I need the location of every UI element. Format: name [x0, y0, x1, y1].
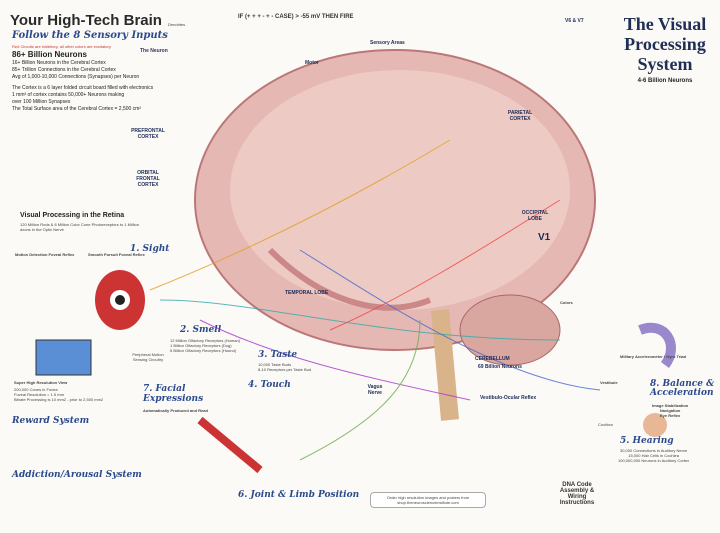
orbital-label: ORBITAL FRONTAL CORTEX	[136, 170, 160, 188]
gyro-label: Military Accelerometer / Gyro Triad	[620, 354, 687, 359]
item: Image Stabilization	[652, 403, 689, 408]
stat: 100,000,000 Neurons in Auditory Cortex	[618, 458, 690, 463]
neuron-label: The Neuron	[140, 48, 168, 54]
parietal-label: PARIETAL CORTEX	[507, 110, 533, 122]
page-subtitle: Follow the 8 Sensory Inputs	[12, 30, 168, 41]
stat: 1 Billion Olfactory Receptors (Dog)	[170, 343, 232, 348]
page-title: Your High-Tech Brain	[10, 12, 162, 29]
video-title: Super High Resolution View	[14, 380, 68, 385]
dendrites-label: Dendrites	[168, 22, 186, 27]
balance-sub: Image Stabilization Navigation Eye Refle…	[652, 403, 688, 418]
cochlea-label: Cochlea	[598, 422, 613, 427]
balance-heading: 8. Balance & Acceleration	[650, 379, 715, 398]
vestibule-label: Vestibule	[600, 380, 618, 385]
v6v7-label: V6 & V7	[565, 18, 584, 24]
ear-icon	[643, 413, 667, 437]
dna-label: DNA Code Assembly & Wiring Instructions	[559, 482, 595, 506]
cerebellum-label: CEREBELLUM	[475, 356, 510, 362]
stat: 12 Million Olfactory Receptors (Human)	[170, 338, 241, 343]
neurons-headline: 86+ Billion Neurons	[12, 50, 87, 59]
item: Navigation	[659, 408, 681, 413]
stat: 85+ Trillion Connections in the Cerebral…	[12, 67, 116, 73]
hearing-stats: 30,000 Connections in Auditory Nerve 15,…	[618, 448, 689, 463]
taste-stats: 10,000 Taste Buds 8-10 Receptors per Tas…	[258, 362, 311, 372]
taste-heading: 3. Taste	[258, 350, 298, 360]
reward-heading: Reward System	[12, 416, 90, 426]
peripheral-label: Peripheral Motion Sensing Circuitry	[132, 352, 164, 362]
facial-heading: 7. Facial Expressions	[143, 384, 204, 404]
smell-stats: 12 Million Olfactory Receptors (Human) 1…	[170, 338, 240, 353]
stat: 200,000 Cones in Fovea	[14, 387, 58, 392]
color-note: Red Circuits are inhibitory, all other c…	[12, 44, 111, 49]
video-stats: 200,000 Cones in Fovea Foveal Resolution…	[14, 387, 103, 402]
touch-heading: 4. Touch	[248, 380, 291, 390]
vagus-label: Vagus Nerve	[367, 384, 383, 396]
visual-neurons: 4-6 Billion Neurons	[637, 78, 693, 84]
surface-area: The Total Surface area of the Cerebral C…	[12, 106, 142, 112]
sensory-areas-label: Sensory Areas	[370, 40, 405, 46]
motor-label: Motor	[305, 60, 319, 66]
smell-heading: 2. Smell	[180, 325, 222, 335]
stat: 16+ Billion Neurons in the Cerebral Cort…	[12, 60, 106, 66]
neuron-formula: IF (+ + + - + - CASE) > -55 mV THEN FIRE	[238, 14, 354, 20]
cortex-mm: 1 mm³ of cortex contains 50,000+ Neurons…	[12, 92, 125, 105]
sight-heading: 1. Sight	[130, 244, 170, 254]
stat: Avg of 1,000-10,000 Connections (Synapse…	[12, 74, 140, 80]
vor-label: Vestibulo-Ocular Reflex	[480, 395, 537, 401]
stat: Bitrate Processing is 10 mm2 - prior to …	[14, 397, 104, 402]
motion-label: Motion Detection Foveal Reflex	[15, 252, 75, 257]
pursuit-label: Smooth Pursuit Foveal Reflex	[88, 252, 145, 257]
addiction-heading: Addiction/Arousal System	[12, 470, 142, 480]
stat: Foveal Resolution = 1.5 mm	[14, 392, 64, 397]
stat: 5 Billion Olfactory Receptors (Hound)	[170, 348, 237, 353]
v1-label: V1	[538, 232, 551, 243]
stat: 15,000 Hair Cells in Cochlea	[628, 453, 679, 458]
cerebellum-sub: 69 Billion Neurons	[478, 364, 522, 370]
item: Eye Reflex	[660, 413, 681, 418]
monitor-icon	[35, 339, 92, 376]
stat: 10,000 Taste Buds	[258, 362, 292, 367]
temporal-label: TEMPORAL LOBE	[285, 290, 329, 296]
prefrontal-label: PREFRONTAL CORTEX	[131, 128, 165, 140]
order-box[interactable]: Order high resolution images and posters…	[370, 492, 486, 508]
joint-heading: 6. Joint & Limb Position	[238, 490, 360, 500]
stat: 8-10 Receptors per Taste Bud	[258, 367, 312, 372]
occipital-label: OCCIPITAL LOBE	[521, 210, 549, 222]
stats-list: 16+ Billion Neurons in the Cerebral Cort…	[12, 60, 153, 113]
retina-title: Visual Processing in the Retina	[20, 212, 125, 219]
cortex-line: The Cortex is a 6 layer folded circuit b…	[12, 85, 154, 91]
colors-label: Colors	[560, 300, 573, 305]
hearing-heading: 5. Hearing	[620, 436, 674, 446]
visual-title: The Visual Processing System	[623, 14, 707, 74]
stat: 30,000 Connections in Auditory Nerve	[620, 448, 688, 453]
facial-sub: Automatically Produced and Read	[143, 408, 208, 413]
retina-sub: 120 Million Rods & 6 Million Color Cone …	[20, 222, 139, 232]
